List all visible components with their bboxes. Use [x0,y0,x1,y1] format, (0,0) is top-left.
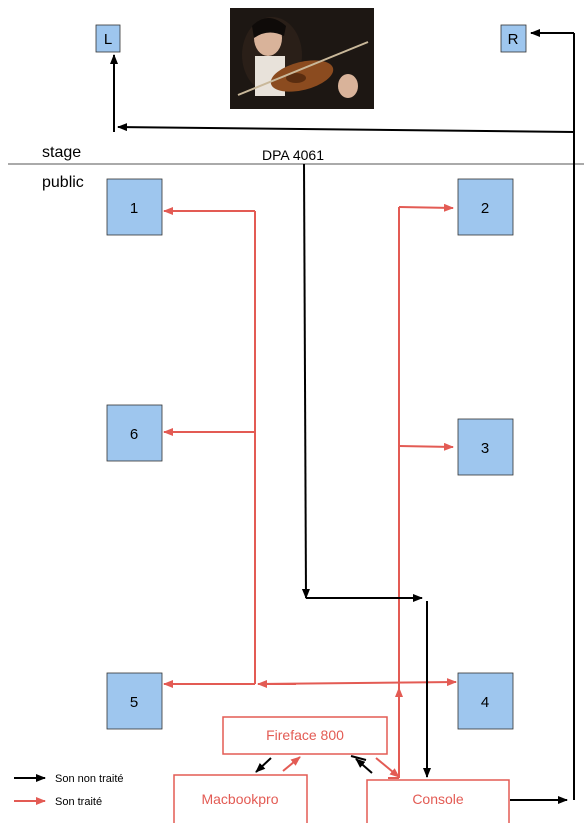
monitor-right-label: R [508,31,519,48]
speaker-1-label: 1 [130,200,138,217]
console-label: Console [412,791,464,807]
macbookpro-label: Macbookpro [201,791,278,807]
fireface-800-box: Fireface 800 [222,716,388,755]
speaker-6-label: 6 [130,426,138,443]
speaker-3: 3 [457,418,514,476]
speaker-1: 1 [106,178,163,236]
macbookpro-box: Macbookpro [173,774,308,823]
microphone-label: DPA 4061 [262,147,324,163]
speaker-5-label: 5 [130,694,138,711]
processed-routing-left [163,207,296,688]
speaker-5: 5 [106,672,163,730]
public-label: public [42,174,84,191]
unprocessed-routing [110,29,575,804]
speaker-2: 2 [457,178,514,236]
monitor-left: L [95,24,121,53]
speaker-4-label: 4 [481,694,489,711]
legend-untreated-label: Son non traité [55,773,124,785]
stage-label: stage [42,144,81,161]
processed-routing-right [257,203,457,779]
monitor-right: R [500,24,527,53]
monitor-left-label: L [104,31,112,48]
legend: Son non traité Son traité [14,773,124,808]
fireface-800-label: Fireface 800 [266,727,344,743]
speaker-6: 6 [106,404,163,462]
violinist-photo [230,8,374,109]
speaker-2-label: 2 [481,200,489,217]
console-box: Console [366,779,510,823]
speaker-4: 4 [457,672,514,730]
legend-treated-label: Son traité [55,796,102,808]
speaker-3-label: 3 [481,440,489,457]
